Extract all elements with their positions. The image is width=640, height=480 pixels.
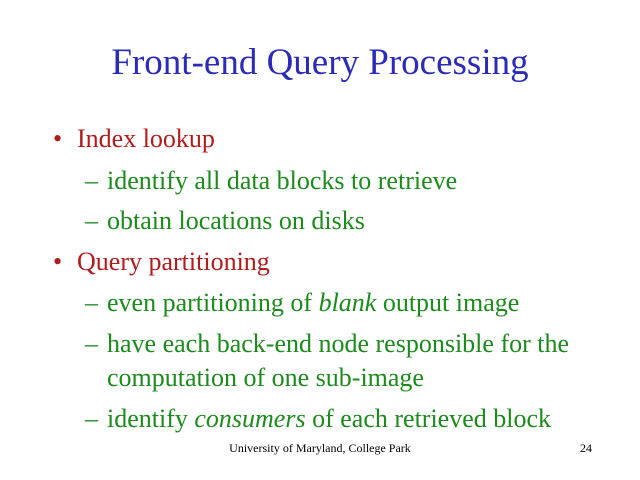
subitem-text-post: output image — [376, 288, 520, 317]
dash-marker: – — [85, 206, 98, 235]
footer-affiliation: University of Maryland, College Park — [229, 441, 411, 455]
subitem-text-pre: identify — [107, 404, 195, 433]
dash-marker: – — [85, 288, 98, 317]
bullet-text: Index lookup — [77, 124, 215, 153]
slide-title: Front-end Query Processing — [111, 42, 529, 83]
dash-marker: – — [85, 166, 98, 195]
subitem-emphasis: consumers — [194, 404, 306, 433]
bullet-marker: • — [53, 124, 63, 153]
subitem-text-line1: have each back-end node responsible for … — [107, 329, 570, 358]
bullet-query-partitioning: • Query partitioning — [53, 246, 270, 278]
subitem-emphasis: blank — [318, 288, 377, 317]
subitem-text: identify all data blocks to retrieve — [107, 166, 458, 195]
subitem-back-end-node-continuation: computation of one sub-image — [107, 363, 424, 392]
bullet-index-lookup: • Index lookup — [53, 123, 215, 155]
subitem-text-pre: even partitioning of — [107, 288, 319, 317]
subitem-text-post: of each retrieved block — [305, 404, 552, 433]
subitem-back-end-node: –have each back-end node responsible for… — [85, 328, 569, 360]
bullet-text: Query partitioning — [77, 247, 270, 276]
subitem-identify-consumers: –identify consumers of each retrieved bl… — [85, 403, 551, 435]
page-number: 24 — [580, 441, 592, 455]
dash-marker: – — [85, 329, 98, 358]
subitem-obtain-locations: –obtain locations on disks — [85, 205, 365, 237]
subitem-identify-blocks: –identify all data blocks to retrieve — [85, 165, 457, 197]
bullet-marker: • — [53, 247, 63, 276]
dash-marker: – — [85, 404, 98, 433]
subitem-text: obtain locations on disks — [107, 206, 365, 235]
subitem-even-partitioning: –even partitioning of blank output image — [85, 287, 519, 319]
